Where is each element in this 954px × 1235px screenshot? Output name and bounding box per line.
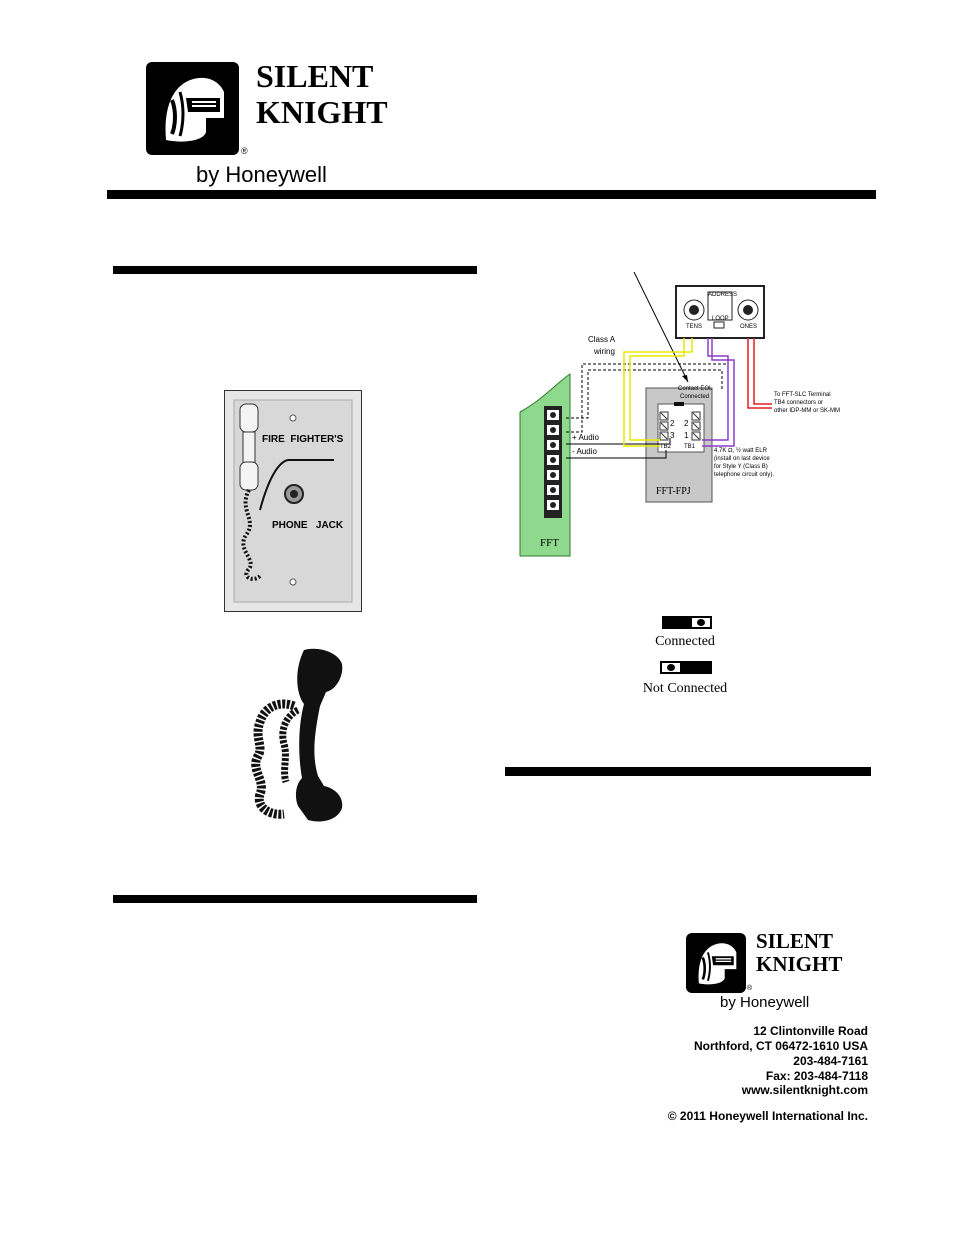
slc-note-2: TB4 connectors or bbox=[774, 400, 823, 406]
brand-line-1: SILENT bbox=[256, 58, 374, 94]
elr-note-2: (install on last device bbox=[714, 456, 770, 462]
pin-2-label: 2 bbox=[670, 419, 675, 428]
brand-line-2: KNIGHT bbox=[256, 94, 388, 130]
jumper-connected-icon bbox=[662, 616, 712, 629]
elr-note-1: 4.7K Ω, ½ watt ELR bbox=[714, 447, 768, 454]
address-fax: Fax: 203-484-7118 bbox=[765, 1069, 868, 1083]
faceplate-label-line-2: PHONE JACK bbox=[272, 520, 344, 531]
legend-connected-label: Connected bbox=[655, 634, 715, 649]
right-section-rule bbox=[505, 767, 871, 776]
slc-note-1: To FFT-SLC Terminal bbox=[774, 392, 831, 398]
address-phone: 203-484-7161 bbox=[793, 1054, 868, 1068]
registered-mark: ® bbox=[241, 146, 248, 156]
left-section-rule-2 bbox=[113, 895, 477, 903]
faceplate-label-line-1: FIRE FIGHTER'S bbox=[262, 434, 344, 445]
elr-note-4: telephone circuit only). bbox=[714, 472, 774, 478]
jumper-not-connected-icon bbox=[660, 661, 712, 674]
left-section-rule-1 bbox=[113, 266, 477, 274]
tb1-label: TB1 bbox=[684, 444, 696, 450]
tb2-label: TB2 bbox=[660, 444, 672, 450]
fft-label: FFT bbox=[540, 537, 559, 549]
minus-audio-label: - Audio bbox=[572, 447, 597, 456]
address-web: www.silentknight.com bbox=[741, 1083, 868, 1097]
contact-eol-label: Contact EOL bbox=[678, 386, 713, 392]
handset-icon bbox=[238, 646, 358, 826]
module-address-label: ADDRESS bbox=[708, 292, 737, 298]
contact-eol-state: Connected bbox=[680, 394, 709, 400]
slc-note-3: other IDP-MM or SK-MM bbox=[774, 408, 840, 414]
copyright: © 2011 Honeywell International Inc. bbox=[667, 1109, 868, 1123]
footer-byline: by Honeywell bbox=[720, 994, 810, 1011]
header-rule bbox=[107, 190, 876, 199]
footer-brand-line-2: KNIGHT bbox=[756, 952, 843, 976]
module-loop-label: LOOP bbox=[712, 316, 729, 322]
class-a-label: Class A bbox=[588, 335, 616, 344]
footer-brand-line-1: SILENT bbox=[756, 929, 834, 953]
address-city: Northford, CT 06472-1610 USA bbox=[693, 1039, 868, 1053]
legend-not-connected-label: Not Connected bbox=[642, 681, 728, 696]
wiring-diagram: Class A wiring ADDRESS LOOP TENS ONES Co… bbox=[512, 271, 872, 562]
module-ones-label: ONES bbox=[740, 324, 757, 330]
byline: by Honeywell bbox=[196, 162, 327, 187]
wiring-label: wiring bbox=[593, 347, 615, 356]
elr-note-3: for Style Y (Class B) bbox=[714, 464, 768, 470]
module-tens-label: TENS bbox=[686, 324, 702, 330]
footer-registered-mark: ® bbox=[747, 985, 753, 992]
plus-audio-label: + Audio bbox=[572, 433, 599, 442]
address-street: 12 Clintonville Road bbox=[753, 1024, 868, 1038]
knight-helmet-icon-small bbox=[686, 933, 746, 993]
pin-1-label: 1 bbox=[684, 431, 689, 440]
pin-3-label: 3 bbox=[670, 431, 675, 440]
fftfpj-label: FFT-FPJ bbox=[656, 486, 691, 497]
pin-2b-label: 2 bbox=[684, 419, 689, 428]
knight-helmet-icon bbox=[146, 62, 239, 155]
phone-jack-faceplate: FIRE FIGHTER'S PHONE JACK bbox=[224, 390, 362, 612]
